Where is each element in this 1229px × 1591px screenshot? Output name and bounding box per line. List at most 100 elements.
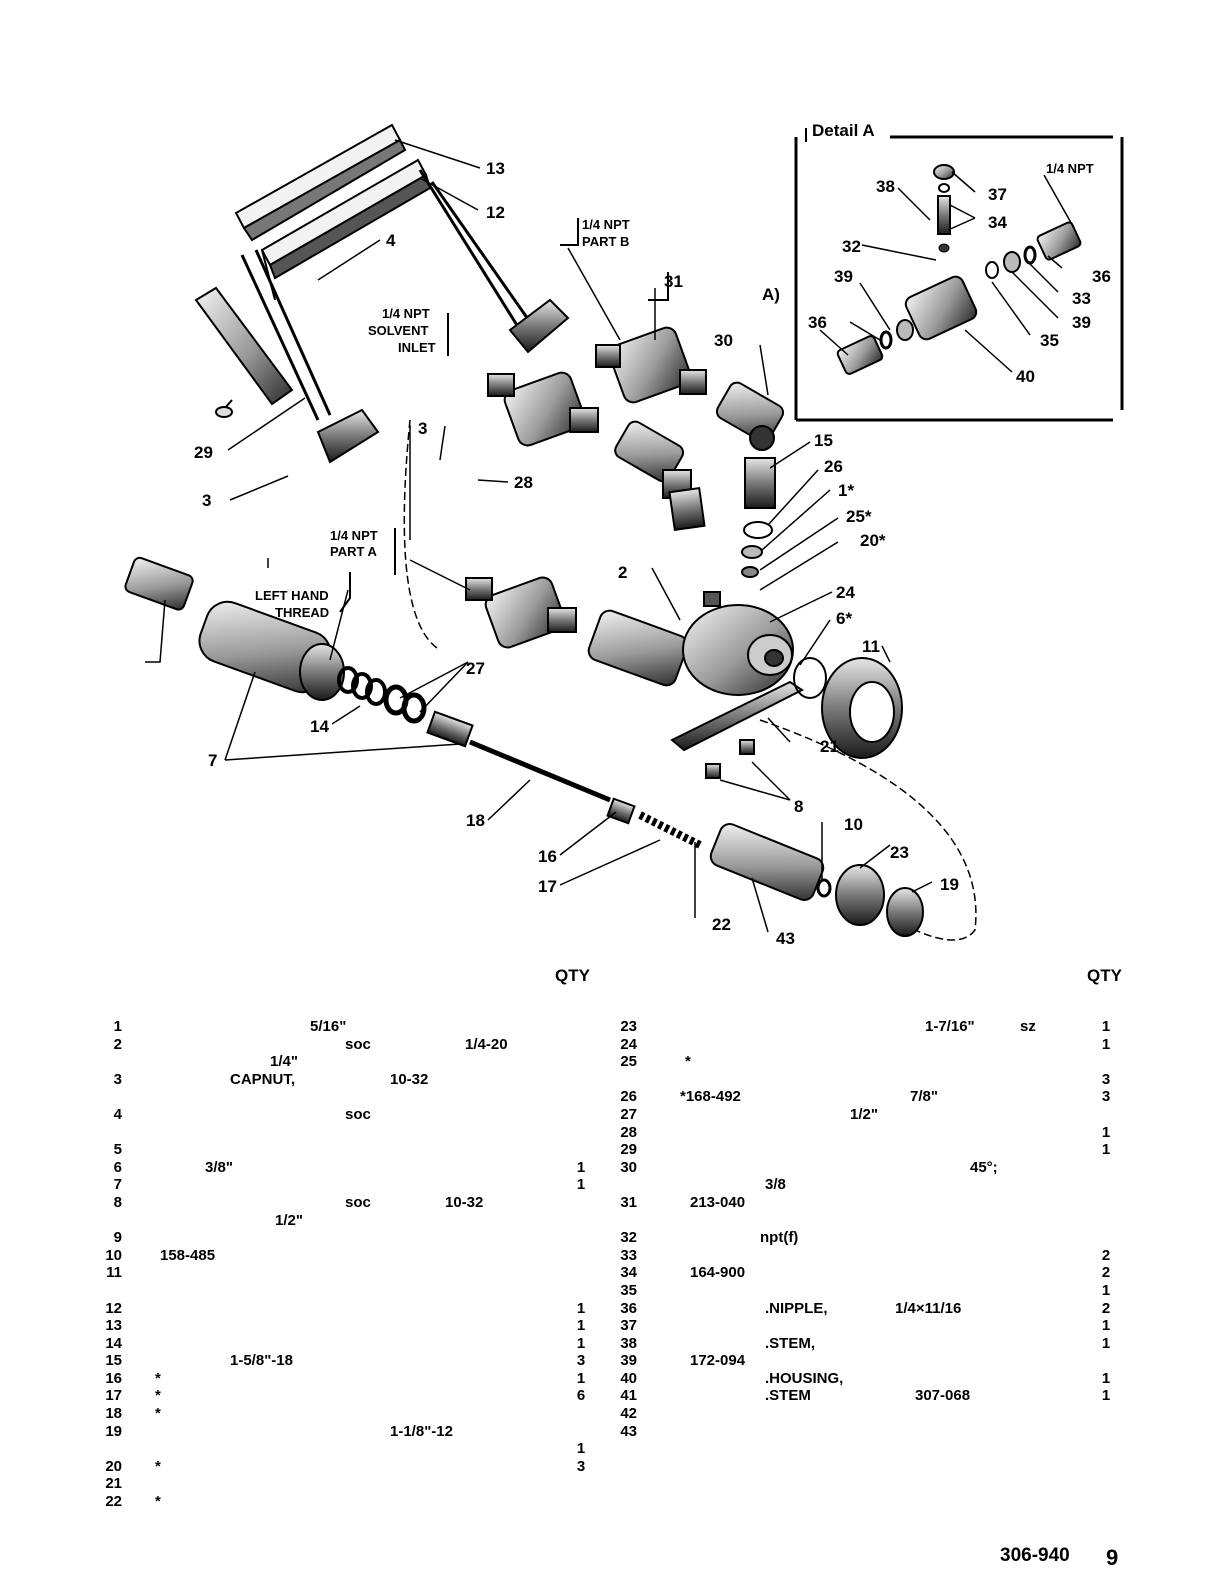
label-npt-part-b-1: 1/4 NPT bbox=[582, 217, 630, 232]
parts-row: 43 bbox=[620, 1423, 1115, 1441]
part-ref-number: 42 bbox=[620, 1405, 637, 1423]
valve-solvent-inlet bbox=[487, 371, 599, 447]
part-qty: 6 bbox=[576, 1387, 586, 1405]
parts-row: 1 bbox=[110, 1440, 590, 1458]
part-ref-number: 21 bbox=[105, 1475, 122, 1493]
nozzle-tube bbox=[709, 823, 924, 937]
part-description-fragment: 3/8 bbox=[765, 1176, 786, 1194]
part-ref-number: 2 bbox=[113, 1035, 122, 1053]
parts-row: 42 bbox=[620, 1405, 1115, 1423]
leader-lines bbox=[145, 139, 1075, 933]
part-ref-number: 7 bbox=[113, 1176, 122, 1194]
part-ref-number: 8 bbox=[113, 1193, 122, 1211]
part-ref-number: 29 bbox=[620, 1141, 637, 1159]
part-ref-number: 10 bbox=[105, 1246, 122, 1264]
callout-30: 30 bbox=[714, 331, 733, 350]
part-ref-number: 25 bbox=[620, 1053, 637, 1071]
part-description-fragment: 213-040 bbox=[690, 1193, 746, 1211]
part-description-fragment: *168-492 bbox=[680, 1088, 741, 1106]
part-description-fragment: 5/16" bbox=[310, 1018, 347, 1035]
parts-row bbox=[625, 1212, 1115, 1230]
callout-a: A) bbox=[762, 285, 780, 304]
callout-11: 11 bbox=[862, 637, 880, 656]
callout-8: 8 bbox=[794, 797, 803, 816]
callout-39a: 39 bbox=[834, 267, 853, 286]
callout-7: 7 bbox=[208, 751, 217, 770]
part-qty: 1 bbox=[1101, 1281, 1111, 1299]
part-qty: 1 bbox=[1101, 1123, 1111, 1141]
label-left-hand-2: THREAD bbox=[275, 605, 329, 620]
part-ref-number: 20 bbox=[105, 1457, 122, 1475]
parts-row: 16*1 bbox=[105, 1370, 590, 1388]
part-ref-number: 12 bbox=[105, 1299, 122, 1317]
callout-4: 4 bbox=[386, 231, 396, 250]
part-ref-number: 24 bbox=[620, 1035, 637, 1053]
part-qty: 1 bbox=[1101, 1317, 1111, 1335]
parts-row: 22 * bbox=[105, 1493, 590, 1511]
label-left-hand-1: LEFT HAND bbox=[255, 588, 329, 603]
retaining-nut bbox=[821, 657, 903, 759]
fitting-stack bbox=[668, 457, 776, 607]
part-description-fragment: * bbox=[155, 1493, 161, 1511]
part-ref-number: 31 bbox=[620, 1193, 637, 1211]
callout-21: 21 bbox=[820, 737, 839, 756]
part-description-fragment: .HOUSING, bbox=[765, 1369, 844, 1387]
part-description-fragment: 164-900 bbox=[690, 1264, 746, 1282]
part-ref-number: 5 bbox=[113, 1141, 122, 1159]
callout-36a: 36 bbox=[808, 313, 827, 332]
part-qty: 1 bbox=[576, 1158, 586, 1176]
callout-31: 31 bbox=[664, 272, 683, 291]
callout-38: 38 bbox=[876, 177, 895, 196]
part-qty: 1 bbox=[1101, 1141, 1111, 1159]
part-description-fragment: 10-32 bbox=[445, 1193, 484, 1211]
part-description-fragment: 1-7/16" bbox=[925, 1018, 975, 1035]
part-ref-number: 27 bbox=[620, 1105, 637, 1123]
parts-row: 21 bbox=[105, 1475, 590, 1493]
part-ref-number: 36 bbox=[620, 1299, 637, 1317]
callout-40: 40 bbox=[1016, 367, 1035, 386]
parts-row: 38.STEM,1 bbox=[620, 1335, 1115, 1353]
part-ref-number: 35 bbox=[620, 1281, 637, 1299]
part-ref-number: 32 bbox=[620, 1229, 637, 1247]
gun-body bbox=[198, 600, 345, 701]
callout-13: 13 bbox=[486, 159, 505, 178]
callout-14: 14 bbox=[310, 717, 329, 736]
parts-row: 9 bbox=[110, 1229, 590, 1247]
parts-row: 20*3 bbox=[105, 1457, 590, 1476]
parts-row: 40.HOUSING,1 bbox=[620, 1369, 1115, 1388]
part-description-fragment: * bbox=[155, 1457, 161, 1475]
part-description-fragment: npt(f) bbox=[760, 1229, 799, 1247]
detail-a-box bbox=[794, 135, 1124, 422]
callout-10: 10 bbox=[844, 815, 863, 834]
label-npt-solvent-2: SOLVENT bbox=[368, 323, 428, 338]
callout-20: 20* bbox=[860, 531, 886, 550]
parts-row: 1/4" bbox=[110, 1053, 590, 1071]
callout-26: 26 bbox=[824, 457, 843, 476]
parts-row: 18 * bbox=[105, 1405, 590, 1423]
part-ref-number: 22 bbox=[105, 1493, 122, 1511]
parts-row bbox=[110, 1124, 590, 1142]
callout-33: 33 bbox=[1072, 289, 1091, 308]
part-ref-number: 18 bbox=[105, 1405, 122, 1423]
part-qty: 1 bbox=[576, 1440, 586, 1458]
part-description-fragment: .STEM bbox=[765, 1387, 811, 1405]
part-description-fragment: CAPNUT, bbox=[230, 1070, 296, 1088]
part-ref-number: 13 bbox=[105, 1317, 122, 1335]
part-description-fragment: * bbox=[155, 1387, 161, 1405]
part-description-fragment: * bbox=[155, 1405, 161, 1423]
part-description-fragment: 7/8" bbox=[910, 1088, 938, 1106]
part-description-fragment: soc bbox=[345, 1105, 371, 1123]
